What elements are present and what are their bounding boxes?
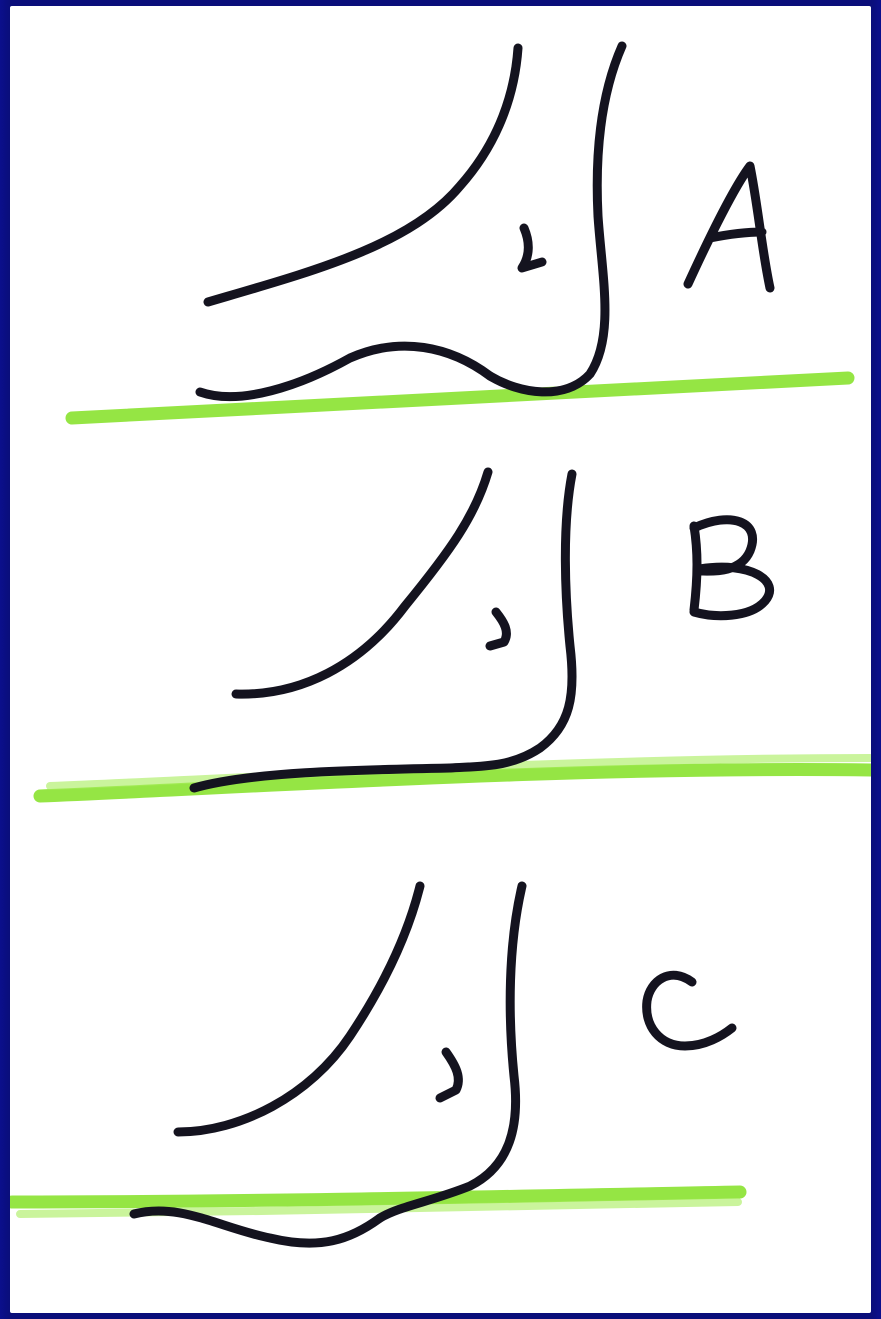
- panel-b: [33, 467, 871, 803]
- panel-c: [10, 881, 747, 1248]
- panel-label-b: [689, 515, 775, 621]
- ankle-mark-c: [435, 1047, 463, 1103]
- foot-back-line-a: [485, 41, 627, 397]
- panel-a: [65, 41, 855, 425]
- ankle-mark-a: [517, 223, 547, 273]
- foot-back-line-b: [445, 469, 577, 773]
- foot-back-line-c: [375, 881, 527, 1223]
- foot-top-line-c: [173, 881, 425, 1137]
- panel-label-c: [642, 970, 737, 1051]
- foot-arch-diagram: [10, 41, 871, 1248]
- ground-line-c: [10, 1185, 747, 1209]
- foot-top-line-b: [231, 467, 493, 699]
- foot-sole-line-c: [129, 1206, 385, 1248]
- foot-sole-line-b: [189, 763, 455, 793]
- ground-line-b: [33, 763, 871, 803]
- diagram-canvas: [10, 6, 871, 1313]
- panel-label-a: [683, 161, 775, 293]
- ground-line-a: [65, 371, 855, 425]
- foot-top-line-a: [203, 43, 523, 307]
- foot-sole-line-a: [195, 341, 495, 402]
- ankle-mark-b: [485, 607, 511, 651]
